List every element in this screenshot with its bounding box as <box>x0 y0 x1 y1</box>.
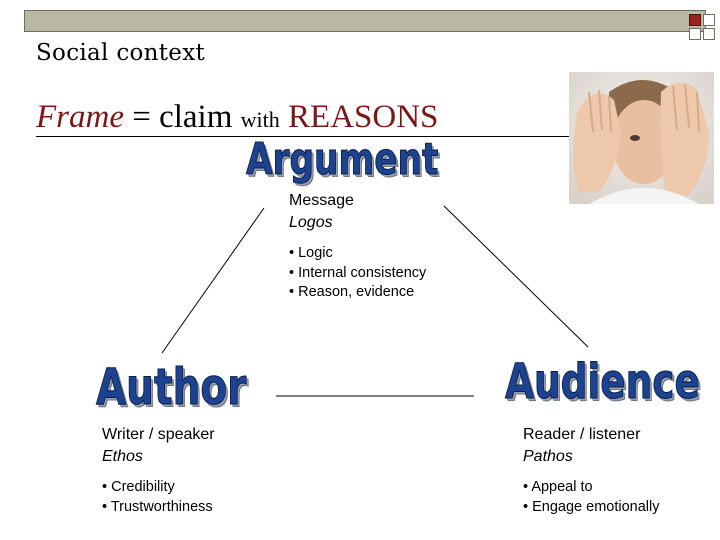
list-item: Engage emotionally <box>523 498 659 518</box>
title-underline <box>36 136 570 137</box>
argument-heading: Argument <box>246 134 439 186</box>
list-item: Reason, evidence <box>289 283 426 303</box>
corner-square-red <box>689 14 701 26</box>
corner-square <box>689 28 701 40</box>
list-item: Credibility <box>102 478 213 498</box>
author-role: Writer / speaker <box>102 426 215 443</box>
audience-bullets: Appeal to Engage emotionally <box>523 478 659 517</box>
list-item: Trustworthiness <box>102 498 213 518</box>
list-item: Appeal to <box>523 478 659 498</box>
list-item: Logic <box>289 244 426 264</box>
title-reasons: REASONS <box>279 99 439 135</box>
author-label: Writer / speaker Ethos <box>102 424 215 468</box>
audience-role: Reader / listener <box>523 426 641 443</box>
corner-square <box>703 14 715 26</box>
audience-heading: Audience <box>505 354 701 411</box>
slide-subtitle: Social context <box>36 40 206 66</box>
author-heading: Author <box>96 358 247 417</box>
list-item: Internal consistency <box>289 264 426 284</box>
argument-appeal: Logos <box>289 214 333 231</box>
person-framing-photo <box>569 72 714 204</box>
title-with: with <box>240 107 280 132</box>
connector-argument-audience <box>443 205 589 348</box>
audience-label: Reader / listener Pathos <box>523 424 640 468</box>
author-bullets: Credibility Trustworthiness <box>102 478 213 517</box>
title-frame-word: Frame <box>36 99 124 135</box>
connector-author-argument <box>161 207 265 354</box>
argument-label: Message Logos <box>289 190 354 234</box>
title-claim: = claim <box>123 99 241 135</box>
corner-square <box>703 28 715 40</box>
audience-appeal: Pathos <box>523 448 573 465</box>
slide-title: Frame = claim with REASONS <box>36 97 438 140</box>
argument-role: Message <box>289 192 354 209</box>
author-appeal: Ethos <box>102 448 143 465</box>
argument-bullets: Logic Internal consistency Reason, evide… <box>289 244 426 303</box>
